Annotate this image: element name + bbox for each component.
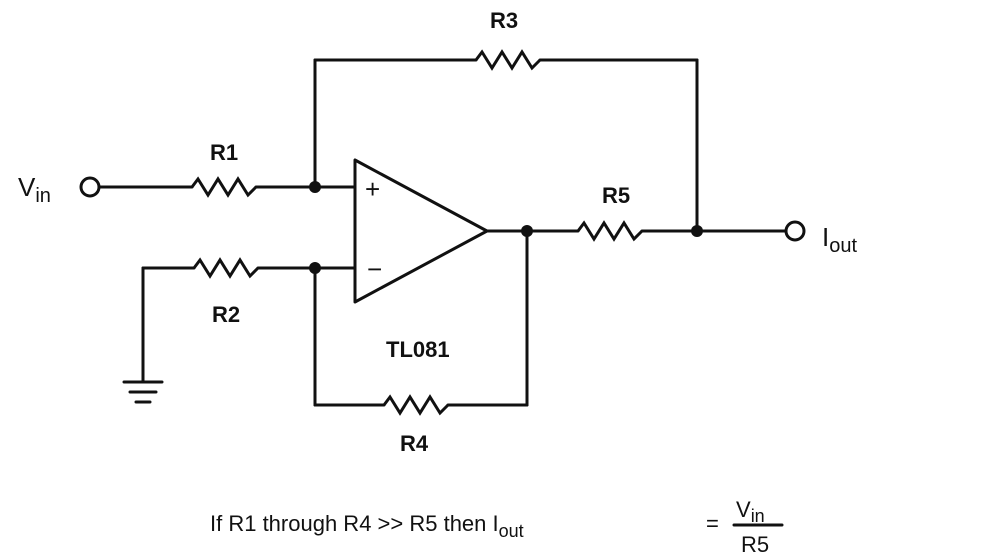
opamp-label: TL081 — [386, 337, 450, 362]
resistor-r1 — [190, 176, 258, 198]
resistor-r3 — [474, 49, 542, 71]
formula-equals: = — [706, 511, 719, 536]
junction-r1-r3 — [309, 181, 321, 193]
r1-label: R1 — [210, 140, 238, 165]
junction-output-r4 — [521, 225, 533, 237]
formula-text: If R1 through R4 >> R5 then Iout — [210, 511, 524, 541]
resistor-r5 — [576, 220, 644, 242]
resistor-r4 — [382, 394, 450, 416]
vin-terminal — [79, 176, 101, 198]
formula-denominator: R5 — [741, 532, 769, 557]
plus-input-sign: + — [365, 174, 380, 204]
vin-label: Vin — [18, 172, 51, 207]
junction-r5-r3 — [691, 225, 703, 237]
formula-numerator: Vin — [736, 497, 765, 526]
junction-r2-r4 — [309, 262, 321, 274]
resistor-r2 — [192, 257, 260, 279]
iout-label: Iout — [822, 222, 857, 257]
r2-label: R2 — [212, 302, 240, 327]
r4-label: R4 — [400, 431, 429, 456]
r5-label: R5 — [602, 183, 630, 208]
minus-input-sign: − — [367, 254, 382, 284]
r3-label: R3 — [490, 8, 518, 33]
opamp-triangle — [353, 158, 489, 304]
iout-terminal — [784, 220, 806, 242]
